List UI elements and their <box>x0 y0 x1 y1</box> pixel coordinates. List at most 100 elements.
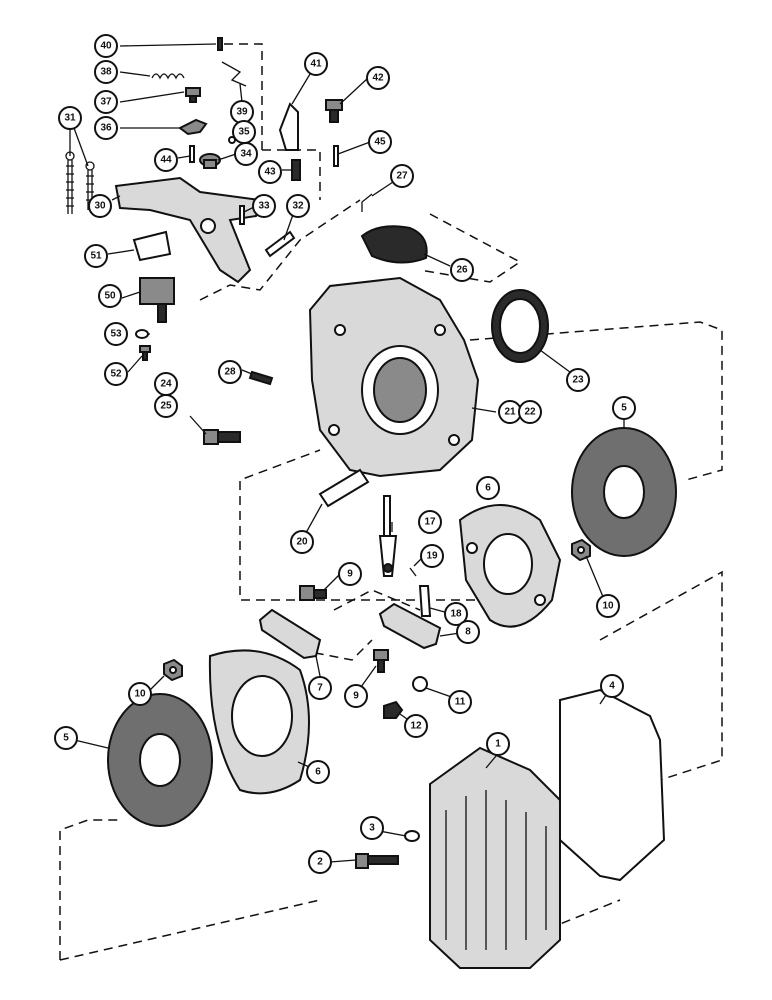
actuating-shaft <box>318 468 370 508</box>
pin-33 <box>239 205 245 225</box>
callout-1: 1 <box>486 732 510 756</box>
callout-9-upper: 9 <box>338 562 362 586</box>
callout-5-lower: 5 <box>54 726 78 750</box>
nut-10-upper <box>571 538 591 562</box>
svg-text:25: 25 <box>160 401 172 412</box>
callout-22: 22 <box>518 400 542 424</box>
callout-43: 43 <box>258 160 282 184</box>
actuator-plate-upper <box>458 504 562 628</box>
callout-3: 3 <box>360 816 384 840</box>
callout-9-lower: 9 <box>344 684 368 708</box>
callout-45: 45 <box>368 130 392 154</box>
callout-27: 27 <box>390 164 414 188</box>
middle-assembly <box>258 427 677 719</box>
svg-text:34: 34 <box>240 149 252 160</box>
svg-text:7: 7 <box>317 683 323 694</box>
callout-6-upper: 6 <box>476 476 500 500</box>
svg-text:8: 8 <box>465 627 471 638</box>
svg-text:41: 41 <box>310 59 322 70</box>
svg-text:24: 24 <box>160 379 172 390</box>
actuating-link <box>378 602 442 650</box>
callout-24: 24 <box>154 372 178 396</box>
callout-21: 21 <box>498 400 522 424</box>
svg-text:28: 28 <box>224 367 236 378</box>
rubber-boot-cover <box>360 225 428 264</box>
switch-bracket <box>132 230 172 262</box>
svg-text:2: 2 <box>317 857 323 868</box>
svg-text:5: 5 <box>621 403 627 414</box>
callout-18: 18 <box>444 602 468 626</box>
callout-6-lower: 6 <box>306 760 330 784</box>
actuator-plate-lower <box>208 649 310 795</box>
fitting-9-upper <box>299 585 327 601</box>
cover-gasket <box>559 688 666 882</box>
svg-text:33: 33 <box>258 201 270 212</box>
cotter-pin <box>217 37 223 51</box>
svg-text:5: 5 <box>63 733 69 744</box>
assembly-guide-lines <box>59 43 723 961</box>
bracket-plate <box>278 102 299 151</box>
connecting-link <box>258 608 322 660</box>
svg-text:50: 50 <box>104 291 116 302</box>
callout-5-upper: 5 <box>612 396 636 420</box>
callout-50: 50 <box>98 284 122 308</box>
callout-44: 44 <box>154 148 178 172</box>
callout-38: 38 <box>94 60 118 84</box>
svg-text:42: 42 <box>372 73 384 84</box>
callout-32: 32 <box>286 194 310 218</box>
spring-clip <box>361 193 373 212</box>
washer-3 <box>404 830 420 842</box>
pivot-nut <box>199 153 221 169</box>
svg-text:52: 52 <box>110 369 122 380</box>
adjusting-eyebolt <box>378 495 398 577</box>
svg-text:11: 11 <box>455 697 466 708</box>
svg-text:44: 44 <box>160 155 172 166</box>
housing-bolt <box>203 429 241 445</box>
callout-36: 36 <box>94 116 118 140</box>
callout-2: 2 <box>308 850 332 874</box>
callout-8: 8 <box>456 620 480 644</box>
callout-40: 40 <box>94 34 118 58</box>
svg-text:31: 31 <box>64 113 76 124</box>
callout-11: 11 <box>448 690 472 714</box>
callout-35: 35 <box>232 120 256 144</box>
svg-text:17: 17 <box>424 517 436 528</box>
callout-10-upper: 10 <box>596 594 620 618</box>
main-lever <box>114 176 262 284</box>
svg-text:32: 32 <box>292 201 304 212</box>
svg-text:51: 51 <box>90 251 102 262</box>
plug-12 <box>383 700 404 719</box>
brake-switch <box>139 277 175 323</box>
small-spring <box>151 73 185 80</box>
svg-text:1: 1 <box>495 739 501 750</box>
nut-10-lower <box>163 658 183 682</box>
cotter-pin-19 <box>409 567 417 577</box>
callout-28: 28 <box>218 360 242 384</box>
svg-text:36: 36 <box>100 123 112 134</box>
callout-23: 23 <box>566 368 590 392</box>
svg-text:38: 38 <box>100 67 112 78</box>
cap-screw-52 <box>139 345 151 361</box>
clevis-pin-32 <box>264 230 296 258</box>
callout-34: 34 <box>234 142 258 166</box>
cover-bolt <box>355 853 399 869</box>
svg-text:40: 40 <box>100 41 112 52</box>
hook-rod <box>221 61 247 87</box>
lock-washer <box>135 329 149 339</box>
callout-19: 19 <box>420 544 444 568</box>
callout-17: 17 <box>418 510 442 534</box>
svg-text:4: 4 <box>609 681 615 692</box>
svg-text:18: 18 <box>450 609 462 620</box>
svg-text:23: 23 <box>572 375 584 386</box>
small-bolt <box>185 87 201 103</box>
svg-text:12: 12 <box>410 721 422 732</box>
svg-text:21: 21 <box>504 407 516 418</box>
lower-assembly <box>107 649 666 969</box>
pin-45 <box>333 145 339 167</box>
callout-25: 25 <box>154 394 178 418</box>
svg-text:3: 3 <box>369 823 375 834</box>
callout-26: 26 <box>450 258 474 282</box>
callout-7: 7 <box>308 676 332 700</box>
small-plate <box>178 118 208 136</box>
